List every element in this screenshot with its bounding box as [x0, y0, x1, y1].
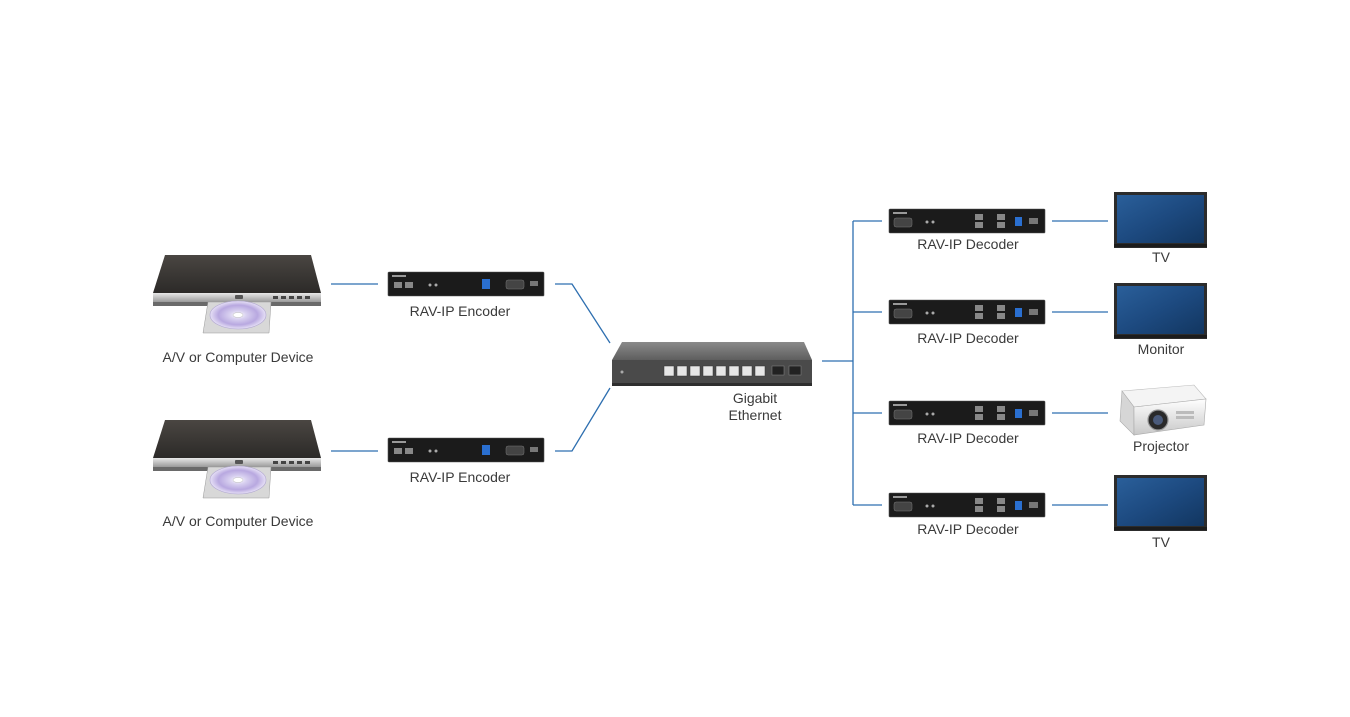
encoder-label: RAV-IP Encoder [409, 469, 511, 485]
decoder-box-icon [888, 400, 1046, 426]
tv-icon [1114, 192, 1207, 248]
decoder-box-icon [888, 208, 1046, 234]
dvd-player-icon [153, 255, 321, 334]
switch-label-line1: Gigabit [732, 390, 778, 406]
display-label: Monitor [1137, 341, 1185, 357]
decoder-box-icon [888, 299, 1046, 325]
dvd-player-icon [153, 420, 321, 499]
monitor-icon [1114, 283, 1207, 339]
decoder-label: RAV-IP Decoder [917, 330, 1019, 346]
display-label: TV [1152, 249, 1170, 265]
source-label: A/V or Computer Device [162, 513, 314, 529]
connector-encoder1-switch [555, 283, 611, 344]
projector-icon [1119, 384, 1207, 436]
decoder-label: RAV-IP Decoder [917, 430, 1019, 446]
tv-icon [1114, 475, 1207, 531]
encoder-label: RAV-IP Encoder [409, 303, 511, 319]
connector-encoder2-switch [555, 387, 611, 452]
network-switch-icon [612, 342, 812, 386]
source-label: A/V or Computer Device [162, 349, 314, 365]
display-label: Projector [1132, 438, 1190, 454]
decoder-label: RAV-IP Decoder [917, 521, 1019, 537]
switch-label-line2: Ethernet [728, 407, 782, 423]
encoder-box-icon [387, 437, 545, 463]
encoder-box-icon [387, 271, 545, 297]
decoder-label: RAV-IP Decoder [917, 236, 1019, 252]
decoder-box-icon [888, 492, 1046, 518]
connector-lines [331, 220, 1108, 506]
switch-label: Gigabit Ethernet [700, 390, 810, 424]
display-label: TV [1152, 534, 1170, 550]
